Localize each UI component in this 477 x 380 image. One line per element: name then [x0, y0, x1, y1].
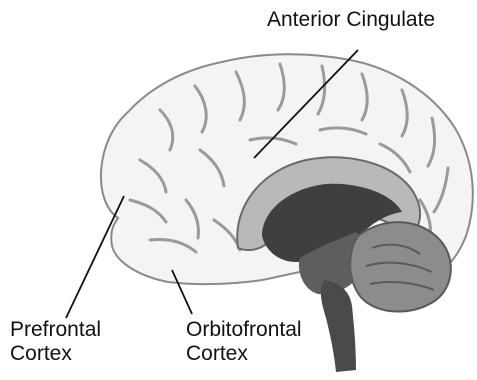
- anterior-cingulate-label: Anterior Cingulate: [267, 8, 435, 32]
- prefrontal-leader: [66, 196, 124, 318]
- prefrontal-cortex-label: Prefrontal Cortex: [10, 318, 101, 366]
- cerebellum: [350, 222, 451, 311]
- prefrontal-line2: Cortex: [10, 342, 101, 366]
- brainstem: [321, 280, 356, 372]
- orbitofrontal-cortex-label: Orbitofrontal Cortex: [186, 318, 302, 366]
- orbitofrontal-line2: Cortex: [186, 342, 302, 366]
- anterior-cingulate-text: Anterior Cingulate: [267, 8, 435, 31]
- prefrontal-line1: Prefrontal: [10, 318, 101, 342]
- orbitofrontal-line1: Orbitofrontal: [186, 318, 302, 342]
